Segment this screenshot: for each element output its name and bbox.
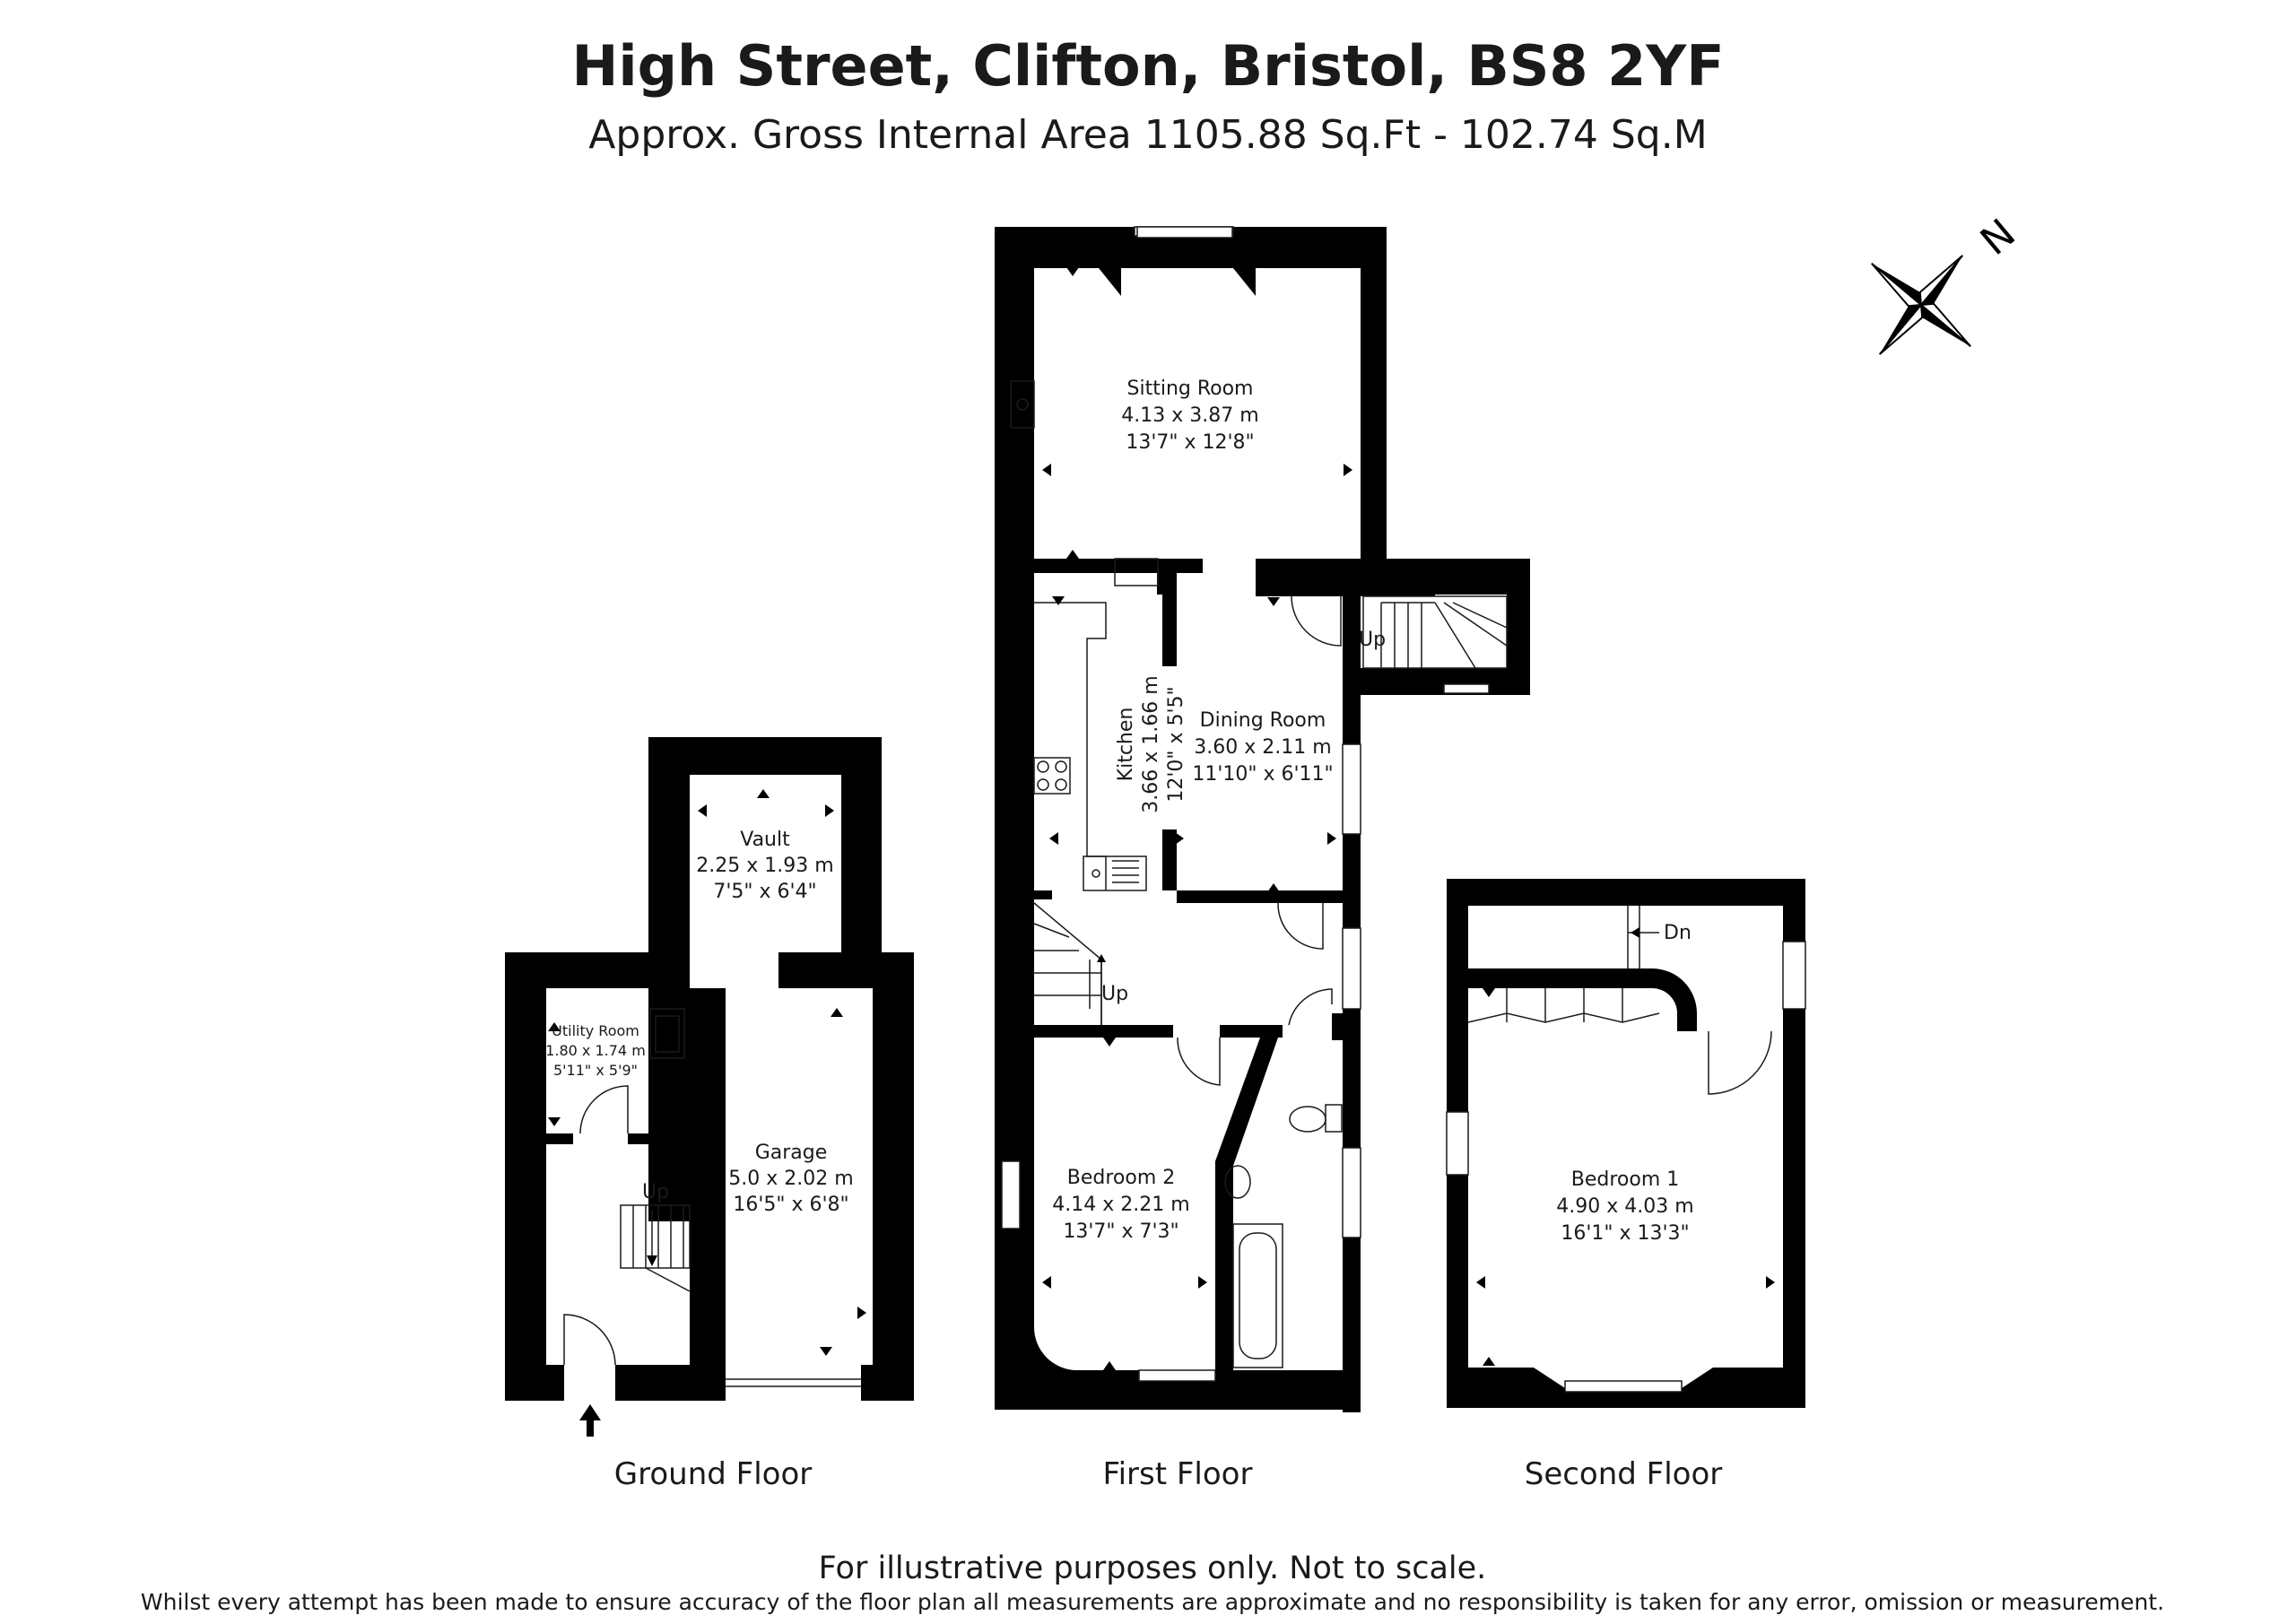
kitchen-name: Kitchen (1115, 708, 1137, 782)
dining-room-imperial: 11'10" x 6'11" (1192, 763, 1333, 786)
utility-metric: 1.80 x 1.74 m (545, 1042, 646, 1059)
bedroom1-imperial: 16'1" x 13'3" (1561, 1222, 1689, 1245)
ground-floor-plan: Vault 2.25 x 1.93 m 7'5" x 6'4" Utility … (505, 737, 914, 1492)
dining-room-metric: 3.60 x 2.11 m (1194, 736, 1331, 759)
ground-floor-label: Ground Floor (614, 1456, 812, 1492)
ground-stairs (620, 1204, 691, 1292)
sitting-room-metric: 4.13 x 3.87 m (1121, 404, 1258, 427)
second-floor-stairs-label: Dn (1664, 922, 1692, 944)
garage-metric: 5.0 x 2.02 m (728, 1168, 853, 1190)
first-floor-upper-stairs-label: Up (1359, 629, 1386, 651)
first-floor-label: First Floor (1103, 1456, 1253, 1492)
second-floor-plan: Dn Bedroom 1 4.90 x 4.03 m 16'1" x 13'3"… (1446, 879, 1806, 1492)
sitting-room-imperial: 13'7" x 12'8" (1126, 431, 1254, 454)
compass-north-label: N (1972, 211, 2024, 265)
garage-imperial: 16'5" x 6'8" (733, 1194, 848, 1216)
first-floor-upper-stairs (1362, 595, 1508, 669)
plan-title: High Street, Clifton, Bristol, BS8 2YF (571, 33, 1724, 99)
bedroom2-imperial: 13'7" x 7'3" (1063, 1220, 1178, 1243)
vault-name: Vault (740, 829, 790, 851)
utility-name: Utility Room (552, 1022, 639, 1039)
plan-subtitle: Approx. Gross Internal Area 1105.88 Sq.F… (588, 112, 1707, 158)
entrance-arrow-icon (579, 1404, 601, 1437)
bedroom1-name: Bedroom 1 (1571, 1168, 1680, 1191)
bedroom1-metric: 4.90 x 4.03 m (1556, 1195, 1693, 1218)
kitchen-metric: 3.66 x 1.66 m (1140, 675, 1162, 812)
utility-imperial: 5'11" x 5'9" (553, 1062, 638, 1079)
second-floor-label: Second Floor (1525, 1456, 1723, 1492)
kitchen-imperial: 12'0" x 5'5" (1165, 686, 1187, 802)
garage-name: Garage (755, 1142, 828, 1164)
vault-imperial: 7'5" x 6'4" (713, 881, 816, 903)
first-floor-hall-stairs-label: Up (1101, 983, 1128, 1005)
disclaimer-text: Whilst every attempt has been made to en… (141, 1589, 2164, 1615)
first-floor-plan: Sitting Room 4.13 x 3.87 m 13'7" x 12'8"… (995, 226, 1530, 1492)
bedroom2-metric: 4.14 x 2.21 m (1052, 1194, 1189, 1216)
ground-stairs-label: Up (642, 1181, 669, 1203)
vault-metric: 2.25 x 1.93 m (696, 855, 833, 877)
dining-room-name: Dining Room (1200, 709, 1326, 732)
compass-icon (1871, 255, 1971, 355)
sitting-room-name: Sitting Room (1127, 378, 1254, 400)
bedroom2-name: Bedroom 2 (1067, 1167, 1176, 1189)
first-floor-hall-stairs (1033, 902, 1106, 1025)
illustrative-note: For illustrative purposes only. Not to s… (819, 1550, 1487, 1586)
